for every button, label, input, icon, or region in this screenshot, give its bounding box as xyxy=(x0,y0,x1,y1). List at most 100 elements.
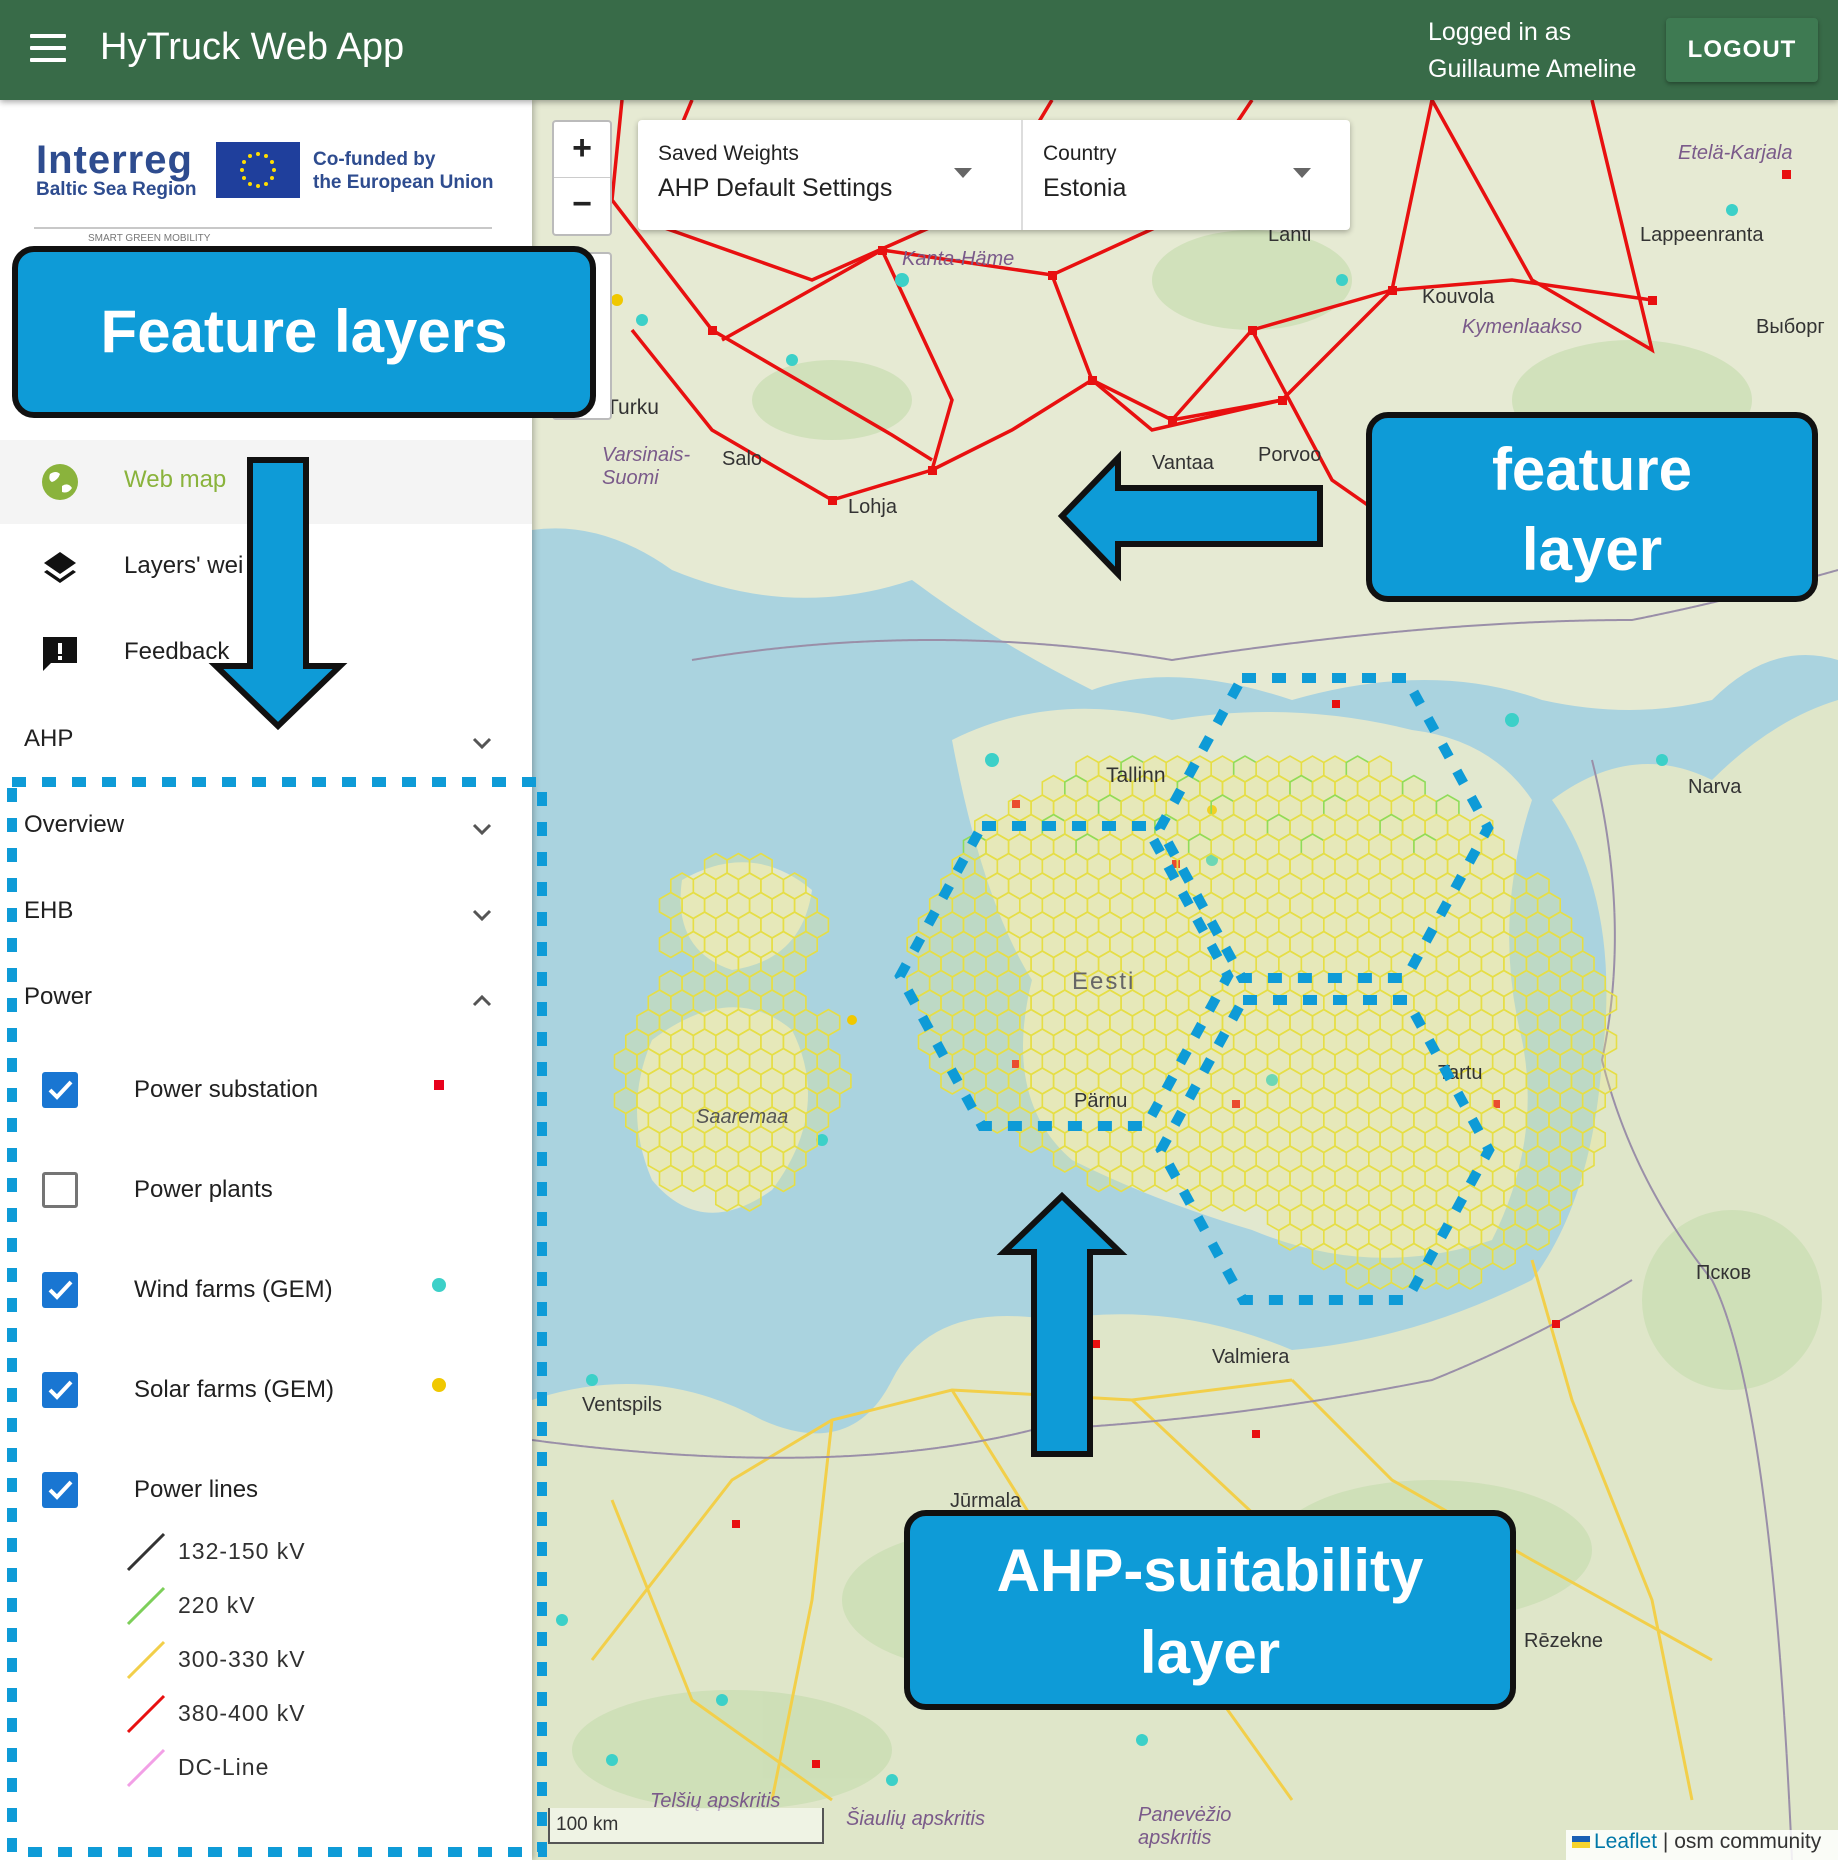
checkbox-checked[interactable] xyxy=(42,1272,78,1308)
map-label-telsiai: Telšių apskritis xyxy=(650,1790,781,1812)
select-divider xyxy=(1021,120,1023,230)
hex-cell xyxy=(1187,1184,1212,1212)
checkbox-checked[interactable] xyxy=(42,1072,78,1108)
accordion-ahp[interactable]: AHP xyxy=(24,725,504,775)
map-label-varsinais: Varsinais-Suomi xyxy=(602,444,691,489)
callout-ahp-suitability-layer: AHP-suitability layer xyxy=(904,1510,1516,1710)
accordion-overview[interactable]: Overview xyxy=(24,811,504,861)
country-select[interactable]: Country Estonia xyxy=(1023,120,1350,230)
chevron-up-icon xyxy=(472,994,492,1007)
legend-label: 300-330 kV xyxy=(178,1646,306,1672)
map-label-etela-karjala: Etelä-Karjala xyxy=(1678,142,1793,164)
logged-in-label: Logged in as xyxy=(1428,18,1572,46)
hex-cell xyxy=(1491,1242,1516,1271)
solar-farm-legend-icon xyxy=(432,1378,446,1392)
select-caption: Saved Weights xyxy=(658,142,799,165)
login-info: Logged in as Guillaume Ameline xyxy=(1428,14,1636,88)
select-value: AHP Default Settings xyxy=(658,174,893,202)
line-legend-icon xyxy=(126,1586,166,1626)
layer-wind-farms[interactable]: Wind farms (GEM) xyxy=(42,1266,482,1316)
map-label-rezekne: Rēzekne xyxy=(1524,1630,1603,1652)
wind-farm-legend-icon xyxy=(432,1278,446,1292)
hex-cell xyxy=(1413,1262,1438,1290)
dropdown-arrow-icon xyxy=(1293,168,1311,178)
layer-power-substation[interactable]: Power substation xyxy=(42,1066,482,1116)
logout-button[interactable]: LOGOUT xyxy=(1666,18,1818,82)
nav-feedback[interactable]: Feedback xyxy=(0,612,532,696)
legend-132-150kv: 132-150 kV xyxy=(124,1530,424,1574)
interreg-wordmark: Interreg xyxy=(36,138,193,182)
hex-cell xyxy=(1232,1184,1257,1212)
legend-label: DC-Line xyxy=(178,1754,270,1780)
feedback-icon xyxy=(40,634,80,674)
hex-cell xyxy=(1458,1262,1483,1290)
nav-web-map[interactable]: Web map xyxy=(0,440,532,524)
map-label-porvoo: Porvoo xyxy=(1258,444,1322,466)
map-label-siauliai: Šiaulių apskritis xyxy=(846,1808,985,1830)
hex-cell xyxy=(1154,1164,1179,1193)
layer-power-lines[interactable]: Power lines xyxy=(42,1466,482,1516)
line-legend-icon xyxy=(126,1694,166,1734)
hex-cell xyxy=(771,1164,796,1193)
zoom-in-button[interactable]: + xyxy=(572,129,592,167)
leaflet-link[interactable]: Leaflet xyxy=(1594,1830,1658,1853)
admin-borders xyxy=(532,569,1838,1860)
hex-cell xyxy=(658,1164,683,1193)
callout-line: layer xyxy=(1139,1619,1281,1686)
map-label-saaremaa: Saaremaa xyxy=(696,1106,789,1128)
ahp-hex-grid xyxy=(613,755,1618,1290)
accordion-power[interactable]: Power xyxy=(24,983,504,1033)
hex-cell xyxy=(1345,1262,1370,1290)
saved-weights-select[interactable]: Saved Weights AHP Default Settings xyxy=(638,120,1021,230)
land-hiiumaa xyxy=(680,862,812,970)
select-caption: Country xyxy=(1043,142,1117,165)
hex-cell xyxy=(1435,1262,1460,1290)
map-label-lappeenranta: Lappeenranta xyxy=(1640,224,1764,246)
hex-cell xyxy=(1019,1125,1044,1154)
map-label-pskov: Псков xyxy=(1696,1262,1752,1284)
ukraine-flag-icon xyxy=(1572,1836,1590,1848)
layer-power-plants[interactable]: Power plants xyxy=(42,1166,482,1216)
hex-cell xyxy=(1210,1184,1235,1212)
nav-layers-weights[interactable]: Layers' wei xyxy=(0,526,532,610)
nav-label: Layers' wei xyxy=(124,552,244,579)
interreg-logo: Interreg Baltic Sea Region xyxy=(36,138,197,201)
layer-label: Wind farms (GEM) xyxy=(134,1276,333,1303)
app-title: HyTruck Web App xyxy=(100,26,405,68)
map-label-tartu: Tartu xyxy=(1438,1062,1483,1084)
callout-feature-layers: Feature layers xyxy=(12,246,596,418)
eu-line-2: the European Union xyxy=(313,172,494,193)
layer-label: Power lines xyxy=(134,1476,259,1503)
legend-label: 380-400 kV xyxy=(178,1700,306,1726)
accordion-ehb[interactable]: EHB xyxy=(24,897,504,947)
legend-label: 132-150 kV xyxy=(178,1538,306,1564)
zoom-out-button[interactable]: − xyxy=(554,177,610,233)
callout-line: layer xyxy=(1521,516,1663,583)
checkbox-checked[interactable] xyxy=(42,1472,78,1508)
hex-cell xyxy=(1109,1164,1134,1193)
menu-icon[interactable] xyxy=(30,34,66,64)
checkbox-checked[interactable] xyxy=(42,1372,78,1408)
select-value: Estonia xyxy=(1043,174,1127,202)
legend-label: 220 kV xyxy=(178,1592,256,1618)
hex-cell xyxy=(1131,1164,1156,1193)
layer-solar-farms[interactable]: Solar farms (GEM) xyxy=(42,1366,482,1416)
legend-380-400kv: 380-400 kV xyxy=(124,1692,424,1736)
checkbox-unchecked[interactable] xyxy=(42,1172,78,1208)
hex-cell xyxy=(1368,1262,1393,1290)
map-label-narva: Narva xyxy=(1688,776,1742,798)
legend-220kv: 220 kV xyxy=(124,1584,424,1628)
callout-line: AHP-suitability xyxy=(996,1537,1424,1604)
callout-feature-layer: feature layer xyxy=(1366,412,1818,602)
hex-cell xyxy=(1086,1164,1111,1193)
nav-label: Feedback xyxy=(124,638,230,665)
hex-cell xyxy=(658,930,683,959)
map-label-kymenlaakso: Kymenlaakso xyxy=(1462,316,1583,338)
line-legend-icon xyxy=(126,1640,166,1680)
map-selectors: Saved Weights AHP Default Settings Count… xyxy=(638,120,1350,230)
map-label-eesti: Eesti xyxy=(1072,968,1136,995)
accordion-label: Overview xyxy=(24,811,125,838)
layer-label: Solar farms (GEM) xyxy=(134,1376,335,1403)
eu-cofunded-text: Co-funded by the European Union xyxy=(313,148,494,194)
accordion-label: Power xyxy=(24,983,93,1010)
